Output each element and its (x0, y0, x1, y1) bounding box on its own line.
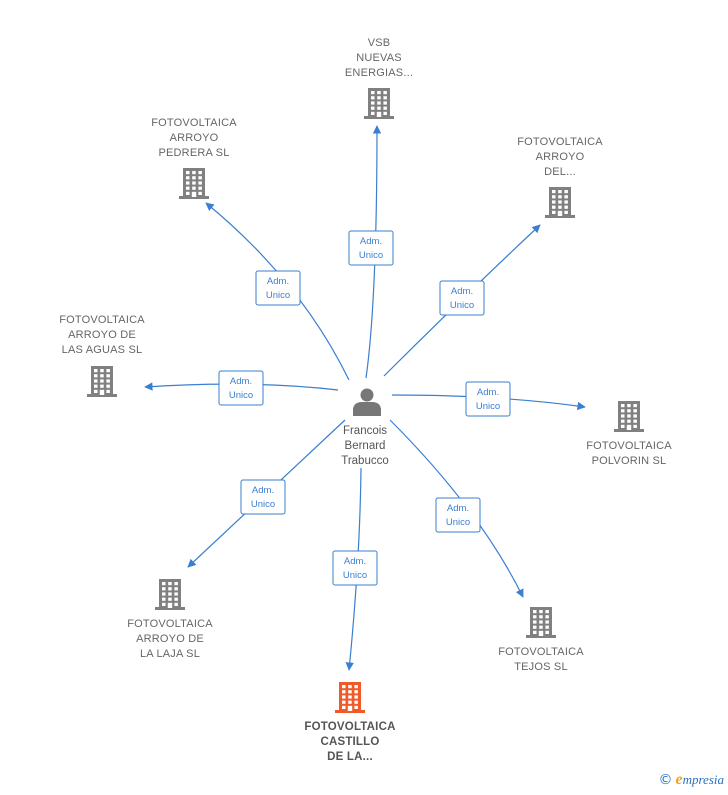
company-label[interactable]: POLVORIN SL (592, 455, 667, 467)
edge-vsb: Adm. Unico (348, 125, 394, 379)
company-node-del[interactable]: FOTOVOLTAICA ARROYO DEL... (517, 136, 603, 218)
company-label[interactable]: NUEVAS (356, 52, 402, 64)
role-badge-text: Adm. (447, 503, 469, 514)
building-icon[interactable] (87, 366, 117, 397)
edge-tejos: Adm. Unico (389, 419, 524, 598)
company-label[interactable]: TEJOS SL (514, 661, 568, 673)
building-icon[interactable] (526, 607, 556, 638)
role-badge[interactable]: Adm. Unico (255, 270, 301, 306)
company-label[interactable]: CASTILLO (320, 736, 379, 748)
edge-line (365, 125, 382, 379)
role-badge-text: Adm. (344, 556, 366, 567)
company-label[interactable]: ARROYO DE (136, 633, 204, 645)
company-label[interactable]: ARROYO (170, 132, 219, 144)
company-label[interactable]: VSB (368, 37, 391, 49)
company-node-vsb[interactable]: VSB NUEVAS ENERGIAS... (345, 37, 413, 119)
role-badge-text: Unico (229, 390, 253, 401)
company-node-aguas[interactable]: FOTOVOLTAICA ARROYO DE LAS AGUAS SL (59, 314, 145, 397)
company-label[interactable]: FOTOVOLTAICA (517, 136, 603, 148)
role-badge[interactable]: Adm. Unico (439, 280, 485, 316)
company-label[interactable]: DEL... (544, 166, 576, 178)
edge-aguas: Adm. Unico (144, 370, 339, 406)
role-badge-text: Unico (251, 499, 275, 510)
company-label[interactable]: FOTOVOLTAICA (304, 721, 395, 733)
company-node-laja[interactable]: FOTOVOLTAICA ARROYO DE LA LAJA SL (127, 579, 213, 660)
role-badge-text: Adm. (451, 286, 473, 297)
company-label[interactable]: LA LAJA SL (140, 648, 200, 660)
company-label[interactable]: FOTOVOLTAICA (498, 646, 584, 658)
role-badge-text: Unico (266, 290, 290, 301)
company-label[interactable]: LAS AGUAS SL (62, 344, 143, 356)
role-badge-text: Adm. (477, 387, 499, 398)
role-badge[interactable]: Adm. Unico (465, 381, 511, 417)
edge-castillo: Adm. Unico (332, 467, 378, 671)
building-icon[interactable] (335, 682, 365, 713)
role-badge-text: Unico (343, 570, 367, 581)
company-label[interactable]: ARROYO DE (68, 329, 136, 341)
company-label[interactable]: FOTOVOLTAICA (586, 440, 672, 452)
edge-polvorin: Adm. Unico (391, 381, 586, 417)
building-icon[interactable] (364, 88, 394, 119)
company-label[interactable]: FOTOVOLTAICA (127, 618, 213, 630)
company-label[interactable]: FOTOVOLTAICA (59, 314, 145, 326)
edge-laja: Adm. Unico (187, 419, 346, 568)
person-name[interactable]: Bernard (345, 440, 386, 452)
role-badge-text: Adm. (267, 276, 289, 287)
edge-pedrera: Adm. Unico (205, 202, 350, 381)
role-badge-text: Unico (446, 517, 470, 528)
role-badge[interactable]: Adm. Unico (240, 479, 286, 515)
company-node-pedrera[interactable]: FOTOVOLTAICA ARROYO PEDRERA SL (151, 117, 237, 199)
building-icon[interactable] (614, 401, 644, 432)
company-node-castillo[interactable]: FOTOVOLTAICA CASTILLO DE LA... (304, 682, 395, 763)
company-node-polvorin[interactable]: FOTOVOLTAICA POLVORIN SL (586, 401, 672, 467)
building-icon[interactable] (155, 579, 185, 610)
edge-del: Adm. Unico (383, 224, 541, 377)
role-badge[interactable]: Adm. Unico (332, 550, 378, 586)
brand-logo[interactable]: empresia (675, 771, 724, 788)
company-label[interactable]: PEDRERA SL (158, 147, 229, 159)
company-label[interactable]: ENERGIAS... (345, 67, 413, 79)
company-label[interactable]: DE LA... (327, 751, 373, 763)
person-icon[interactable] (353, 388, 381, 417)
role-badge-text: Unico (359, 250, 383, 261)
role-badge-text: Adm. (360, 236, 382, 247)
copyright-symbol: © (658, 772, 673, 788)
role-badge-text: Adm. (230, 376, 252, 387)
building-icon[interactable] (545, 187, 575, 218)
footer: © empresia (658, 771, 724, 789)
role-badge-text: Unico (450, 300, 474, 311)
role-badge-text: Unico (476, 401, 500, 412)
person-name[interactable]: Francois (343, 425, 387, 437)
role-badge-text: Adm. (252, 485, 274, 496)
company-node-tejos[interactable]: FOTOVOLTAICA TEJOS SL (498, 607, 584, 673)
company-label[interactable]: FOTOVOLTAICA (151, 117, 237, 129)
role-badge[interactable]: Adm. Unico (348, 230, 394, 266)
building-icon[interactable] (179, 168, 209, 199)
role-badge[interactable]: Adm. Unico (435, 497, 481, 533)
person-name[interactable]: Trabucco (341, 455, 389, 467)
company-label[interactable]: ARROYO (536, 151, 585, 163)
role-badge[interactable]: Adm. Unico (218, 370, 264, 406)
